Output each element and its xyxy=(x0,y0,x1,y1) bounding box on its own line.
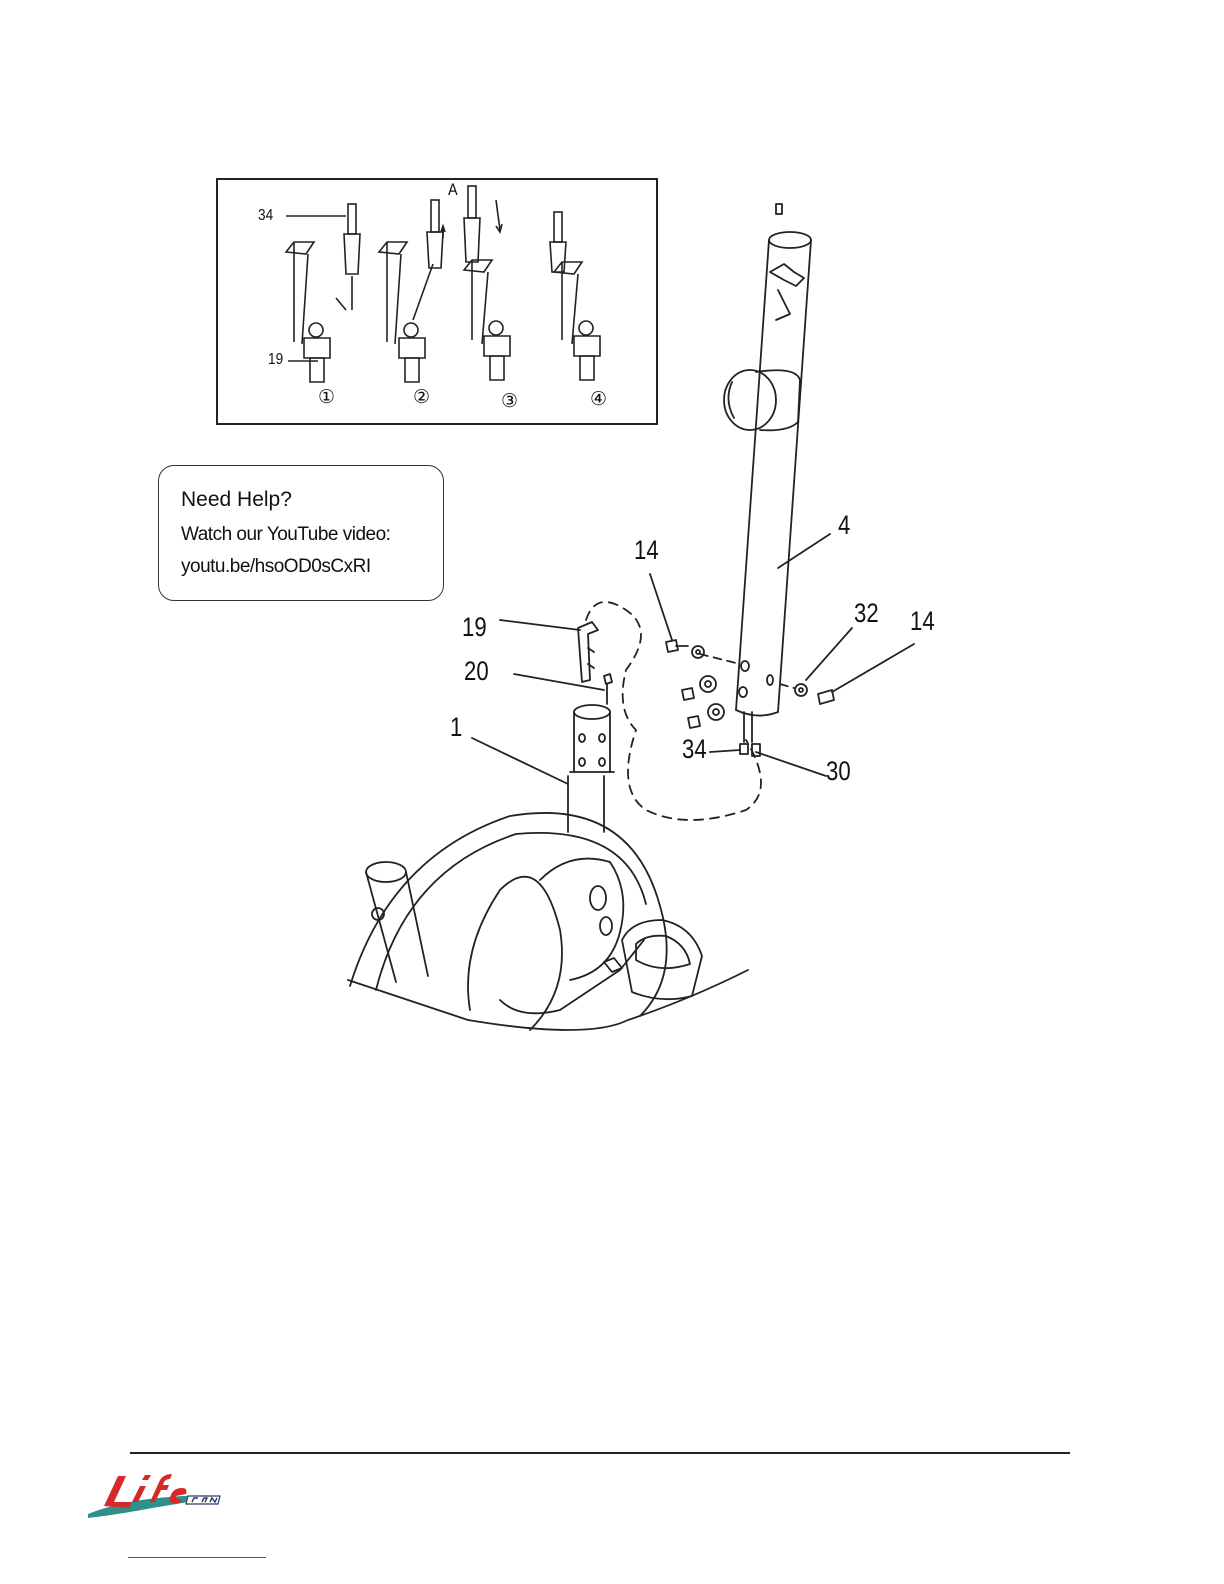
callout-14-right: 14 xyxy=(910,606,935,637)
callout-19: 19 xyxy=(462,612,487,643)
callout-14-left: 14 xyxy=(634,535,659,566)
bike-body xyxy=(348,813,748,1030)
callout-1: 1 xyxy=(450,712,462,743)
callout-20: 20 xyxy=(464,656,489,687)
handlebar-post xyxy=(724,204,811,716)
hardware-left xyxy=(666,640,740,728)
frame-post xyxy=(568,705,614,832)
hardware-right xyxy=(780,684,834,704)
callout-34: 34 xyxy=(682,734,707,765)
footer-link-underline xyxy=(128,1557,266,1558)
lifespan-logo xyxy=(84,1466,224,1522)
callout-4: 4 xyxy=(838,510,850,541)
callout-30: 30 xyxy=(826,756,851,787)
footer-divider xyxy=(130,1452,1070,1454)
callout-32: 32 xyxy=(854,598,879,629)
assembly-illustration xyxy=(0,0,1224,1100)
